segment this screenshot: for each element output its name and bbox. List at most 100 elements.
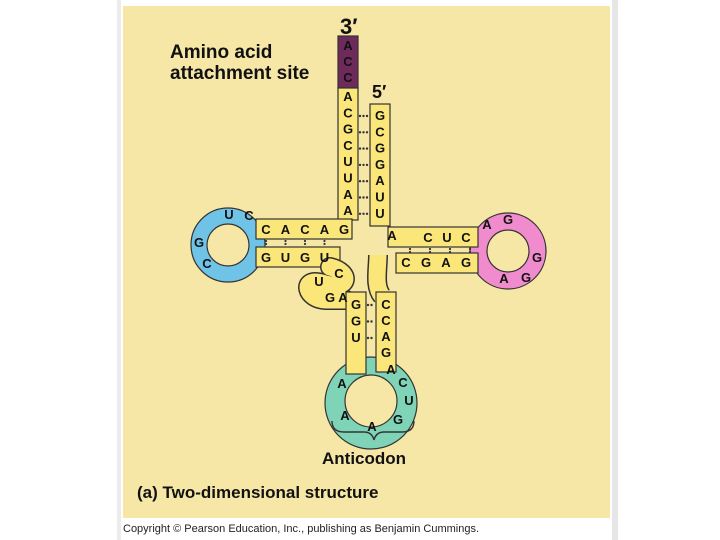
bond-dot: [370, 320, 372, 322]
dloop-base-0: U: [224, 207, 233, 222]
bond-dot: [366, 180, 368, 182]
left-bottom-base-3: U: [320, 250, 329, 265]
bond-dot: [323, 240, 325, 242]
bond-dot: [359, 131, 361, 133]
bond-dot: [359, 180, 361, 182]
bond-dot: [359, 115, 361, 117]
bond-dot: [429, 248, 431, 250]
left-top-base-4: G: [339, 222, 349, 237]
bond-dot: [366, 147, 368, 149]
variable-base-0: C: [334, 266, 344, 281]
left-top-base-1: A: [281, 222, 291, 237]
bond-dot: [367, 304, 369, 306]
right-bottom-base-2: A: [441, 255, 451, 270]
ac-loop-base-0: A: [337, 376, 347, 391]
acceptor5-base-3: G: [375, 157, 385, 172]
left-top-base-2: C: [300, 222, 310, 237]
bond-dot: [429, 251, 431, 253]
bond-dot: [265, 243, 267, 245]
bond-dot: [367, 337, 369, 339]
tloop-base-4: A: [499, 271, 509, 286]
left-top-base-3: A: [320, 222, 330, 237]
bond-dot: [469, 251, 471, 253]
ac-right-base-2: A: [381, 329, 391, 344]
attachment-base-2: C: [343, 70, 353, 85]
bond-dot: [284, 243, 286, 245]
amino-acid-attachment-label: Amino acid attachment site: [170, 42, 330, 84]
ac-right-base-0: C: [381, 297, 391, 312]
bond-dot: [304, 243, 306, 245]
ac-right-base-3: G: [381, 345, 391, 360]
right-top-base-0: A: [387, 228, 397, 243]
acceptor5-base-6: U: [375, 206, 384, 221]
bond-dot: [469, 248, 471, 250]
dloop-base-1: C: [244, 208, 254, 223]
acceptor3-base-3: C: [343, 138, 353, 153]
tloop-base-2: G: [532, 250, 542, 265]
acceptor5-base-1: C: [375, 124, 385, 139]
left-bottom-base-2: G: [300, 250, 310, 265]
acceptor3-base-2: G: [343, 122, 353, 137]
right-bottom-base-3: G: [461, 255, 471, 270]
bond-dot: [366, 115, 368, 117]
amino-label-line2: attachment site: [170, 63, 330, 84]
acceptor3-base-1: C: [343, 105, 353, 120]
attachment-base-1: C: [343, 54, 353, 69]
bond-dot: [366, 131, 368, 133]
acceptor3-base-4: U: [343, 154, 352, 169]
ac-loop-base-5: C: [398, 375, 408, 390]
d-loop-center: [207, 224, 249, 266]
tloop-base-1: G: [503, 212, 513, 227]
bond-dot: [449, 248, 451, 250]
bond-dot: [359, 196, 361, 198]
right-top-base-1: C: [423, 230, 433, 245]
left-top-base-0: C: [261, 222, 271, 237]
bond-dot: [366, 196, 368, 198]
ac-loop-base-3: G: [393, 412, 403, 427]
bond-dot: [409, 251, 411, 253]
acceptor5-base-5: U: [375, 190, 384, 205]
t-loop-center: [487, 230, 529, 272]
acceptor3-base-6: A: [343, 187, 353, 202]
bond-dot: [359, 213, 361, 215]
bond-dot: [362, 213, 364, 215]
right-bottom-base-1: G: [421, 255, 431, 270]
acceptor3-base-0: A: [343, 89, 353, 104]
ac-right-base-1: C: [381, 313, 391, 328]
right-top-base-3: C: [461, 230, 471, 245]
bond-dot: [362, 131, 364, 133]
bond-dot: [367, 320, 369, 322]
bond-dot: [362, 164, 364, 166]
bond-dot: [323, 243, 325, 245]
acceptor3-base-5: U: [343, 171, 352, 186]
ac-left-base-1: G: [351, 314, 361, 329]
bond-dot: [359, 164, 361, 166]
ac-loop-base-1: A: [340, 408, 350, 423]
amino-label-line1: Amino acid: [170, 42, 330, 63]
tloop-base-0: A: [482, 217, 492, 232]
acceptor5-base-0: G: [375, 108, 385, 123]
attachment-base-0: A: [343, 38, 353, 53]
bond-dot: [366, 213, 368, 215]
connector: [377, 255, 382, 296]
bond-dot: [409, 248, 411, 250]
bond-dot: [359, 147, 361, 149]
three-prime-label: 3′: [340, 14, 358, 40]
bond-dot: [362, 180, 364, 182]
right-bottom-base-0: C: [401, 255, 411, 270]
left-bottom-base-0: G: [261, 250, 271, 265]
ac-loop-base-2: A: [367, 419, 377, 434]
copyright-notice: Copyright © Pearson Education, Inc., pub…: [123, 523, 479, 535]
acceptor5-base-4: A: [375, 173, 385, 188]
acceptor5-base-2: G: [375, 141, 385, 156]
acceptor3-base-7: A: [343, 203, 353, 218]
tloop-base-3: G: [521, 270, 531, 285]
anticodon-label: Anticodon: [322, 449, 406, 469]
bond-dot: [265, 240, 267, 242]
bond-dot: [370, 304, 372, 306]
ac-left-base-0: G: [351, 297, 361, 312]
right-top-base-2: U: [442, 230, 451, 245]
variable-base-1: U: [314, 274, 323, 289]
bond-dot: [304, 240, 306, 242]
